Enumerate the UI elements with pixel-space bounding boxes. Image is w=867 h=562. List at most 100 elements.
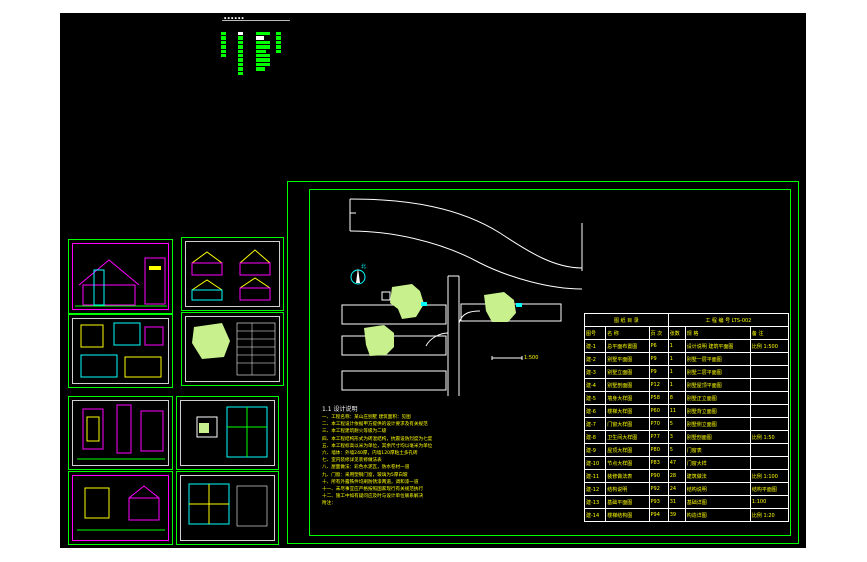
schedule-cell: 3 — [667, 430, 686, 444]
schedule-cell: P93 — [648, 495, 669, 509]
schedule-cell: 1 — [667, 339, 686, 353]
schedule-cell: 结构说明 — [684, 482, 751, 496]
schedule-cell: 别墅二层平面图 — [684, 365, 751, 379]
schedule-cell: 建-1 — [583, 339, 607, 353]
schedule-cell: 1 — [667, 378, 686, 392]
schedule-cell: 装修做法表 — [605, 469, 650, 483]
schedule-cell: P58 — [648, 391, 669, 405]
schedule-cell: 建-10 — [583, 456, 607, 470]
schedule-cell: P60 — [648, 404, 669, 418]
schedule-cell: P70 — [648, 417, 669, 431]
schedule-cell: 8 — [667, 391, 686, 405]
schedule-header-row: 图号 名 称 页 次 张数 规 格 备 注 — [583, 326, 790, 340]
schedule-cell: 建-12 — [583, 482, 607, 496]
schedule-cell: 28 — [667, 469, 686, 483]
schedule-cell — [749, 378, 790, 392]
schedule-cell: 建-6 — [583, 404, 607, 418]
schedule-cell: 卫生间大样图 — [605, 430, 650, 444]
schedule-cell: 47 — [667, 456, 686, 470]
design-note-line: 十、所有外露铁件均刷防锈漆两道，调和漆一道 — [322, 479, 419, 485]
schedule-cell: 节点大样图 — [605, 456, 650, 470]
schedule-cell: 建-5 — [583, 391, 607, 405]
design-note-line: 一、工程名称：某山庄别墅 建筑面积：见图 — [322, 415, 411, 420]
schedule-title: 图 纸 目 录 — [584, 313, 669, 327]
schedule-cell — [749, 443, 790, 457]
schedule-cell: 11 — [667, 404, 686, 418]
schedule-cell: 24 — [667, 482, 686, 496]
schedule-header-cell: 备 注 — [749, 326, 790, 340]
villa-building-3 — [364, 325, 394, 356]
schedule-cell: P12 — [648, 378, 669, 392]
schedule-cell: 别墅正立面图 — [684, 391, 751, 405]
design-note-line: 三、本工程建筑耐火等级为二级 — [322, 429, 387, 435]
schedule-cell: 建-8 — [583, 430, 607, 444]
sheet-thumbnail-details[interactable] — [68, 396, 173, 470]
schedule-cell — [749, 352, 790, 366]
schedule-cell: 墙身大样图 — [605, 391, 650, 405]
schedule-cell: 比例 1:50 — [749, 430, 790, 444]
schedule-cell: P9 — [648, 365, 669, 379]
design-notes: 1.1 设计说明 一、工程名称：某山庄别墅 建筑面积：见图 二、本工程设计依据甲… — [322, 406, 497, 508]
schedule-cell: 比例 1:100 — [749, 469, 790, 483]
schedule-cell: 建-13 — [583, 495, 607, 509]
schedule-cell: 别墅屋顶平面图 — [684, 378, 751, 392]
schedule-cell: 比例 1:20 — [749, 508, 790, 522]
schedule-cell: P92 — [648, 482, 669, 496]
schedule-cell: 建-2 — [583, 352, 607, 366]
cad-drawing-canvas[interactable]: ▪ ▪ ▪ ▪ ▪ ▪ — [60, 13, 806, 548]
sheet-thumbnail-drawing-8[interactable] — [176, 471, 279, 545]
schedule-cell: 设计说明 建筑平面图 — [684, 339, 751, 353]
schedule-cell: 1:100 — [749, 495, 790, 509]
design-note-line: 四、本工程结构形式为砖混结构，抗震设防烈度为七度 — [322, 436, 433, 442]
schedule-cell — [749, 404, 790, 418]
design-note-line: 六、墙体：外墙240厚，内墙120厚粘土多孔砖 — [322, 451, 418, 457]
design-notes-title: 1.1 设计说明 — [322, 406, 358, 413]
sheet-thumbnail-plans[interactable] — [68, 314, 173, 388]
schedule-cell: 建-11 — [583, 469, 607, 483]
sheet-thumbnail-section[interactable] — [68, 239, 173, 314]
schedule-cell: 别墅侧立面图 — [684, 417, 751, 431]
schedule-cell: 比例 1:500 — [749, 339, 790, 353]
design-note-line: 十一、未尽事宜应严格按照国家现行有关规范执行 — [322, 487, 424, 493]
design-note-line: 五、本工程标高以米为单位，其余尺寸均以毫米为单位 — [322, 443, 433, 449]
sheet-thumbnail-drawing-6[interactable] — [176, 396, 279, 470]
layer-list: ▪ ▪ ▪ ▪ ▪ ▪ — [220, 16, 292, 75]
schedule-cell: 1 — [667, 352, 686, 366]
villa-building-2 — [484, 292, 516, 322]
schedule-cell: 楼梯结构图 — [605, 508, 650, 522]
sheet-thumbnail-drawing-7[interactable] — [68, 471, 173, 545]
schedule-cell: P9 — [648, 352, 669, 366]
schedule-cell: 别墅剖面图 — [684, 430, 751, 444]
sheet-thumbnail-door-window-table[interactable] — [181, 312, 284, 386]
schedule-cell — [749, 417, 790, 431]
schedule-cell: 别墅一层平面图 — [684, 352, 751, 366]
schedule-header-cell: 规 格 — [684, 326, 751, 340]
schedule-cell — [749, 365, 790, 379]
design-note-line: 二、本工程设计依据甲方提供的设计要求及有关规范 — [322, 422, 428, 428]
schedule-cell: P94 — [648, 508, 669, 522]
schedule-cell: P83 — [648, 456, 669, 470]
schedule-cell: P90 — [648, 469, 669, 483]
schedule-cell: 建-4 — [583, 378, 607, 392]
schedule-header-cell: 页 次 — [648, 326, 669, 340]
villa-building-1 — [390, 284, 424, 319]
schedule-cell: 建-14 — [583, 508, 607, 522]
site-plan-sheet[interactable] — [287, 181, 799, 544]
design-note-line: 十二、施工中如有疑问应及时与设计单位联系解决 — [322, 494, 424, 500]
north-arrow-label: 北 — [361, 264, 367, 270]
sheet-thumbnail-elevation[interactable] — [181, 237, 284, 311]
schedule-cell: P77 — [648, 430, 669, 444]
schedule-cell: 建-7 — [583, 417, 607, 431]
schedule-cell: 5 — [667, 443, 686, 457]
